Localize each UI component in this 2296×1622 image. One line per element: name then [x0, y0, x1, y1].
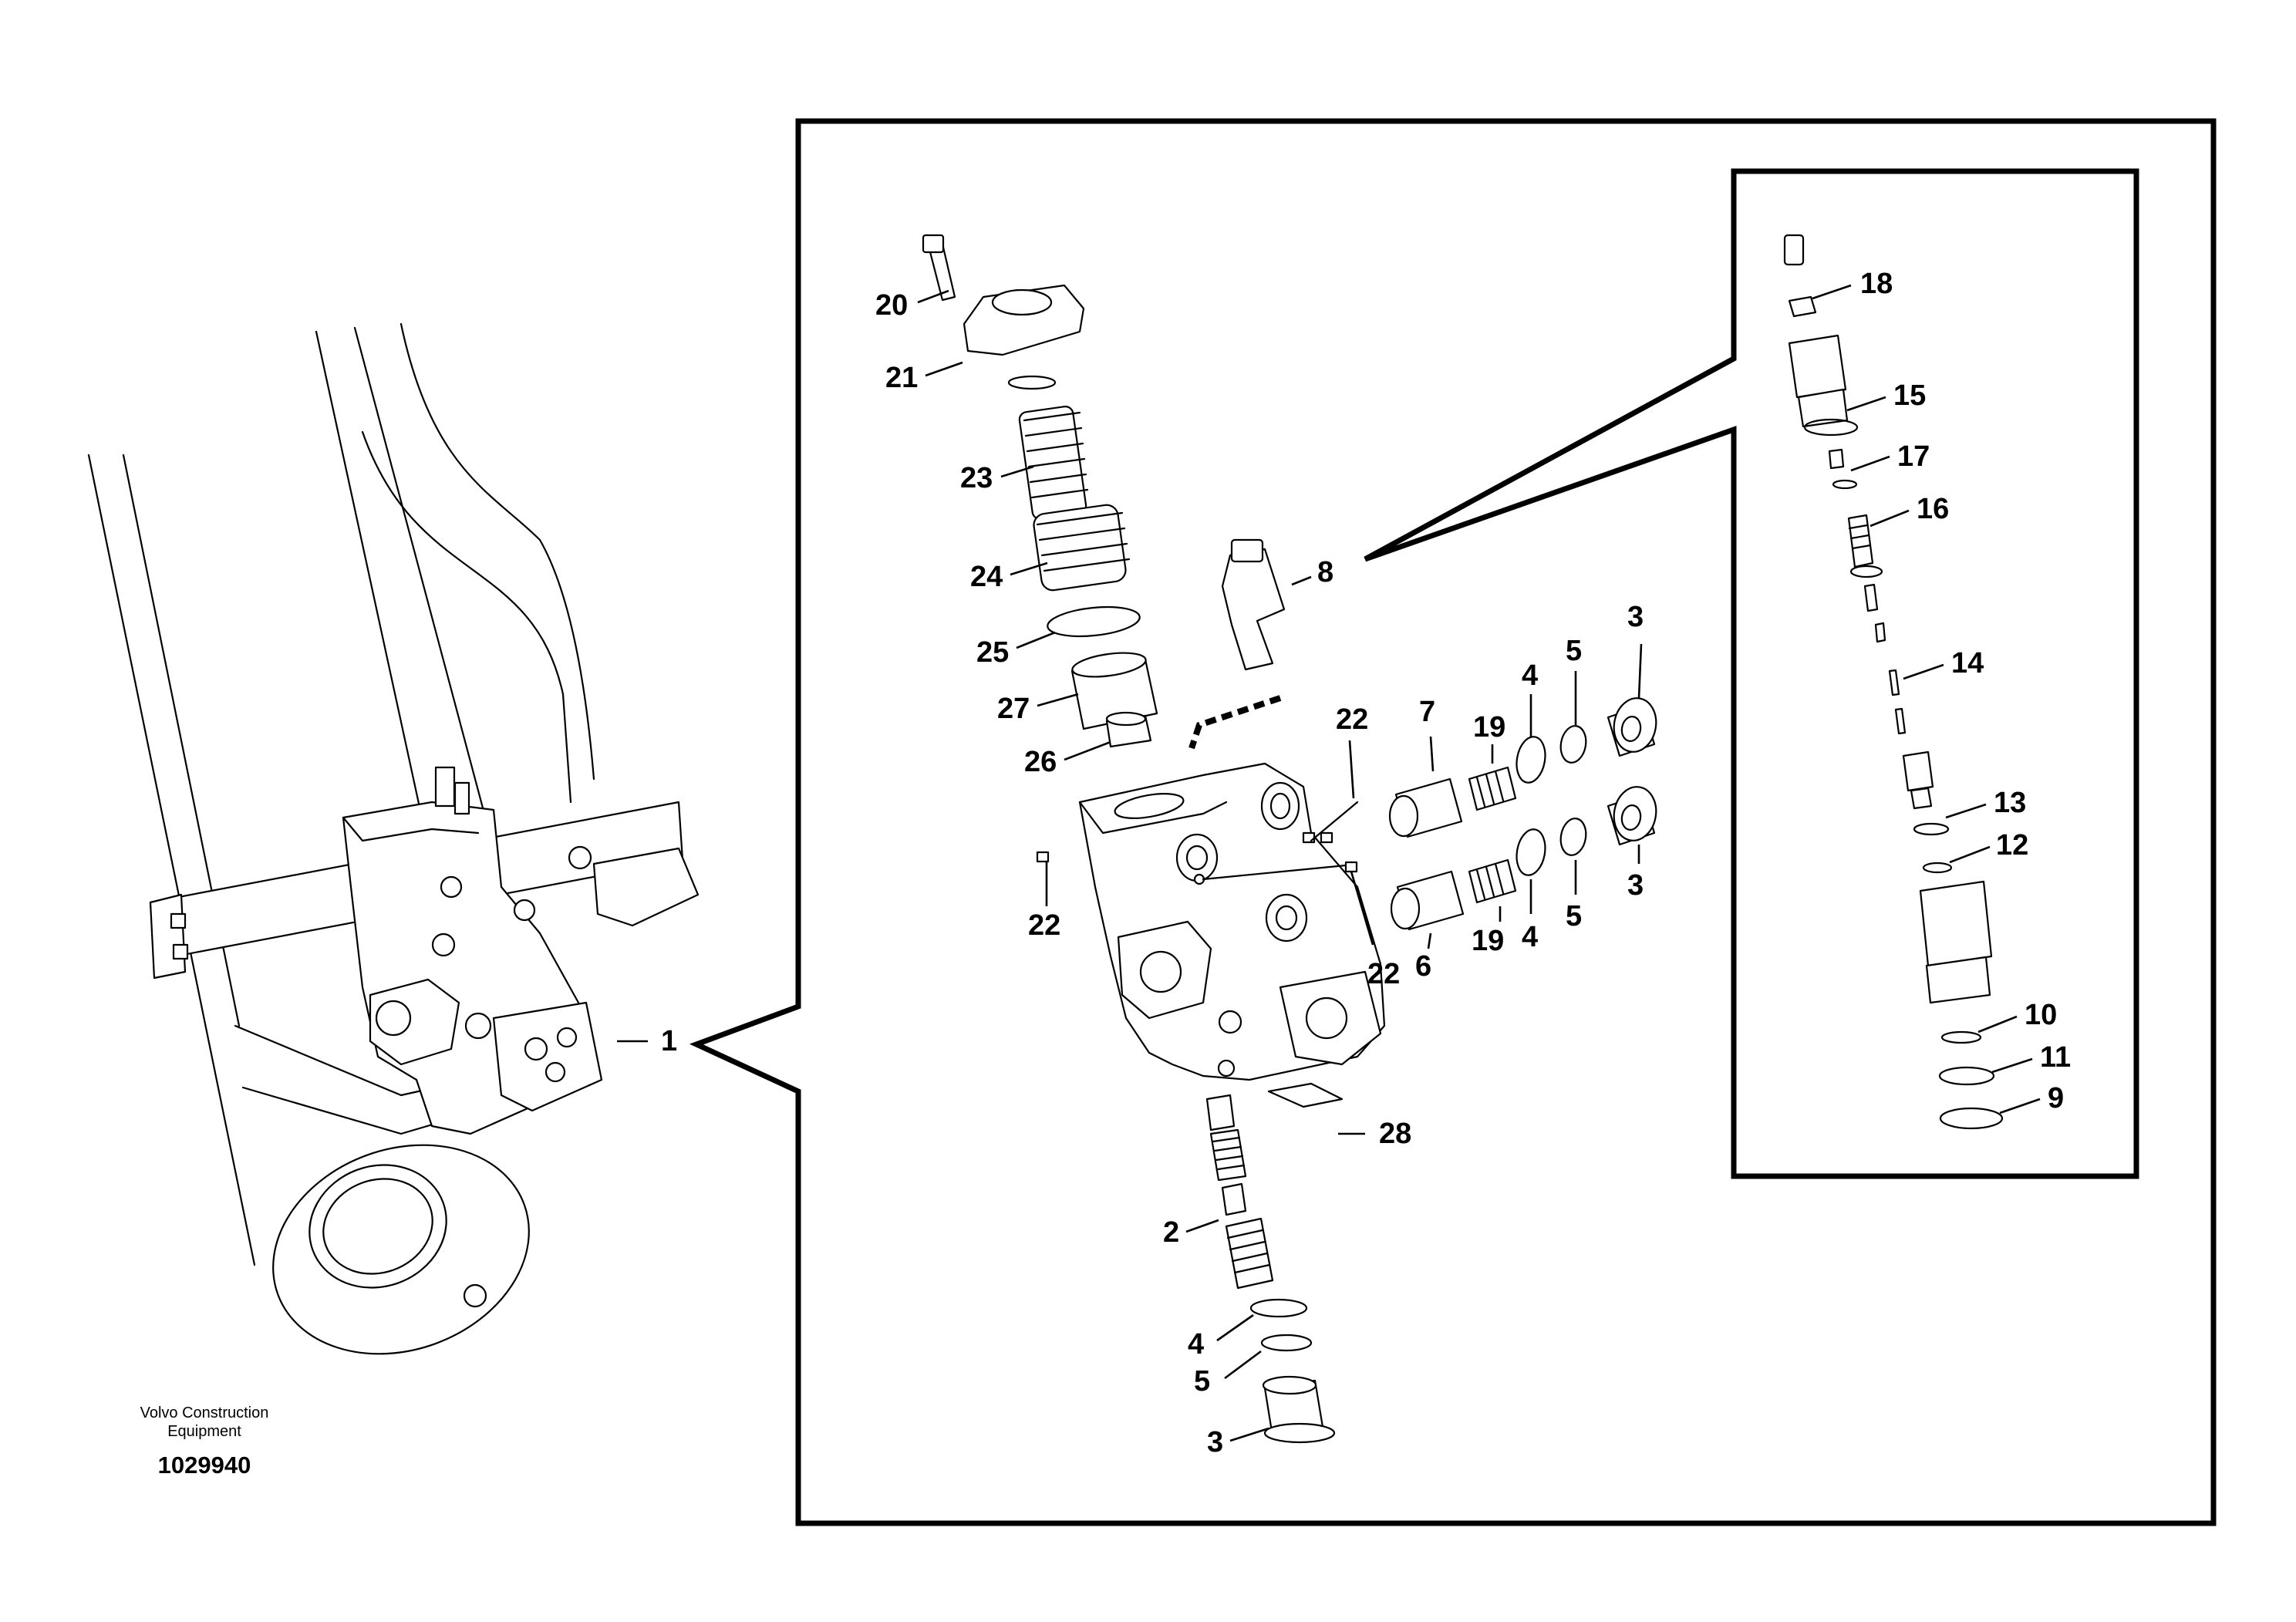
callout-label-8: 8 — [1317, 556, 1333, 588]
callout-label-22b: 22 — [1028, 909, 1060, 942]
callout-label-15: 15 — [1893, 379, 1926, 412]
main-exploded-view — [922, 234, 1657, 1444]
callout-label-3a: 3 — [1627, 601, 1644, 633]
callout-label-18: 18 — [1860, 268, 1893, 300]
callout-label-6: 6 — [1415, 950, 1431, 983]
callout-label-24: 24 — [970, 561, 1003, 593]
callout-1: 1 — [617, 1025, 677, 1057]
inset-detail-frame — [1364, 168, 2139, 1179]
machine-overview-illustration — [87, 322, 700, 1355]
callout-label-4a: 4 — [1522, 659, 1538, 692]
callout-label-20: 20 — [875, 289, 908, 322]
callout-label-9: 9 — [2048, 1082, 2064, 1114]
callout-label-3b: 3 — [1627, 869, 1644, 902]
callout-label-28: 28 — [1379, 1118, 1411, 1150]
callout-label-5b: 5 — [1566, 900, 1582, 932]
callouts-inset: 18 15 17 16 14 13 12 10 11 9 — [1812, 268, 2071, 1114]
callout-label-23: 23 — [960, 462, 993, 494]
callout-label-19b: 19 — [1472, 925, 1504, 957]
inset-exploded-view — [1783, 234, 2004, 1130]
callout-label-14: 14 — [1951, 647, 1984, 679]
callout-label-5c: 5 — [1194, 1365, 1210, 1398]
callout-label-7: 7 — [1419, 696, 1435, 728]
company-name-line2: Equipment — [167, 1423, 241, 1440]
callout-label-22a: 22 — [1336, 703, 1368, 736]
callout-label-16: 16 — [1917, 493, 1949, 525]
callout-label-10: 10 — [2025, 999, 2057, 1031]
callout-label-17: 17 — [1897, 440, 1930, 473]
drawing-caption: Volvo Construction Equipment 1029940 — [140, 1404, 269, 1479]
callout-label-1: 1 — [661, 1025, 677, 1057]
drawing-number: 1029940 — [158, 1452, 251, 1479]
callout-label-21: 21 — [885, 362, 918, 394]
callout-label-4b: 4 — [1522, 921, 1538, 953]
callouts-main: 20 21 23 24 25 27 26 8 22 22 22 7 6 19 1… — [875, 289, 1644, 1458]
main-detail-frame — [689, 118, 2217, 1526]
callout-label-5a: 5 — [1566, 635, 1582, 667]
callout-label-25: 25 — [976, 636, 1009, 669]
callout-label-22c: 22 — [1367, 958, 1400, 990]
callout-label-3c: 3 — [1207, 1426, 1223, 1458]
callout-label-27: 27 — [997, 693, 1030, 725]
callout-label-11: 11 — [2040, 1041, 2071, 1074]
callout-label-12: 12 — [1996, 829, 2028, 862]
callout-label-19a: 19 — [1473, 711, 1505, 744]
callout-label-26: 26 — [1024, 746, 1057, 778]
callout-label-4c: 4 — [1188, 1328, 1204, 1361]
company-name-line1: Volvo Construction — [140, 1404, 269, 1421]
callout-label-2: 2 — [1163, 1216, 1179, 1249]
callout-label-13: 13 — [1994, 787, 2026, 819]
